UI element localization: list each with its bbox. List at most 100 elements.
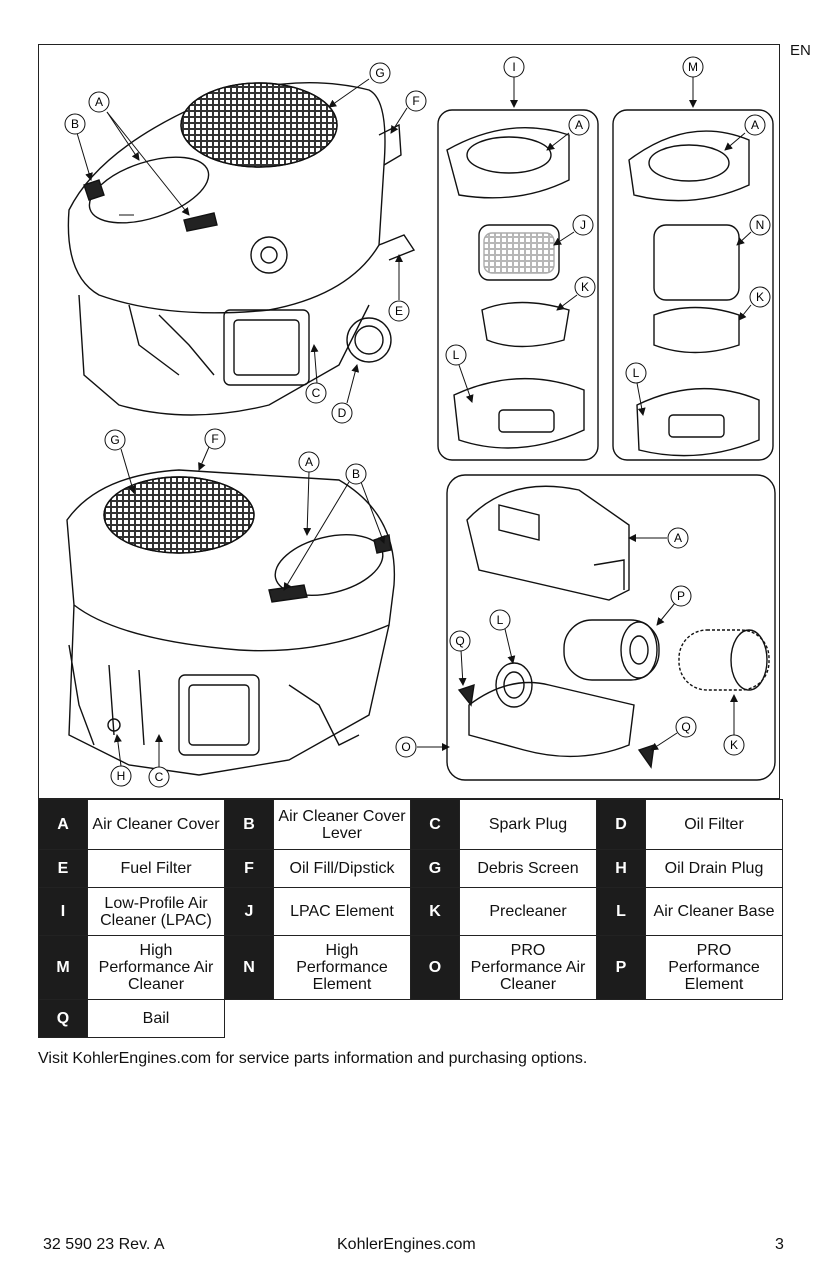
svg-text:J: J	[580, 218, 586, 232]
callout-l-hp: L	[625, 362, 647, 416]
callout-a-pro: A	[628, 527, 689, 549]
legend-row: M High Performance Air Cleaner N High Pe…	[38, 935, 783, 1000]
svg-text:L: L	[453, 348, 460, 362]
parts-legend-table: A Air Cleaner Cover B Air Cleaner Cover …	[38, 799, 783, 1038]
callout-q-right: Q	[650, 716, 697, 751]
legend-key: A	[38, 799, 88, 850]
legend-key: E	[38, 849, 88, 888]
legend-label: LPAC Element	[273, 887, 411, 936]
svg-text:C: C	[155, 770, 164, 784]
svg-text:Q: Q	[681, 720, 690, 734]
legend-key: D	[596, 799, 646, 850]
lpac-panel	[437, 109, 599, 461]
svg-text:K: K	[581, 280, 589, 294]
legend-key: C	[410, 799, 460, 850]
callout-q-left: Q	[449, 630, 471, 686]
svg-text:A: A	[674, 531, 682, 545]
legend-key: L	[596, 887, 646, 936]
svg-text:O: O	[401, 740, 410, 754]
svg-text:C: C	[312, 386, 321, 400]
legend-key: B	[224, 799, 274, 850]
legend-key: P	[596, 935, 646, 1000]
callout-c: C	[305, 344, 327, 404]
callout-k-hp: K	[738, 286, 771, 321]
svg-text:Q: Q	[455, 634, 464, 648]
legend-row: A Air Cleaner Cover B Air Cleaner Cover …	[38, 799, 783, 850]
legend-key: G	[410, 849, 460, 888]
svg-text:A: A	[751, 118, 759, 132]
footer-website: KohlerEngines.com	[337, 1236, 476, 1253]
svg-text:B: B	[71, 117, 79, 131]
legend-key: F	[224, 849, 274, 888]
callout-f: F	[390, 90, 427, 134]
callout-c-bottom: C	[148, 734, 170, 788]
legend-label: Oil Drain Plug	[645, 849, 783, 888]
bottom-engine	[66, 469, 396, 776]
legend-label: Air Cleaner Cover Lever	[273, 799, 411, 850]
svg-text:P: P	[677, 589, 685, 603]
visit-note: Visit KohlerEngines.com for service part…	[38, 1050, 588, 1067]
legend-label: Precleaner	[459, 887, 597, 936]
svg-text:K: K	[756, 290, 764, 304]
svg-text:I: I	[512, 60, 515, 74]
legend-label: Bail	[87, 999, 225, 1038]
callout-p: P	[656, 585, 692, 626]
svg-text:B: B	[352, 467, 360, 481]
svg-text:N: N	[756, 218, 765, 232]
legend-key: K	[410, 887, 460, 936]
top-engine	[67, 82, 416, 416]
legend-row: E Fuel Filter F Oil Fill/Dipstick G Debr…	[38, 849, 783, 888]
page-number: 3	[775, 1236, 784, 1253]
hp-panel	[612, 109, 774, 461]
callout-b-bottom: B	[283, 463, 386, 591]
callout-e: E	[388, 254, 410, 322]
callout-g-bottom: G	[104, 429, 136, 494]
callout-f-bottom: F	[198, 428, 226, 471]
svg-text:A: A	[575, 118, 583, 132]
legend-key: H	[596, 849, 646, 888]
legend-label: PRO Performance Air Cleaner	[459, 935, 597, 1000]
callout-m: M	[682, 56, 704, 108]
svg-text:G: G	[110, 433, 119, 447]
callout-i: I	[503, 56, 525, 108]
svg-text:K: K	[730, 738, 738, 752]
callouts: A B G F E C D I A J K L M A N K L G F A …	[64, 56, 771, 788]
callout-a-bottom: A	[298, 451, 320, 536]
callout-j: J	[553, 214, 594, 246]
legend-label: Fuel Filter	[87, 849, 225, 888]
svg-text:A: A	[305, 455, 313, 469]
legend-label: Air Cleaner Base	[645, 887, 783, 936]
svg-text:G: G	[375, 66, 384, 80]
engine-illustration: A B G F E C D I A J K L M A N K L G F A …	[38, 44, 780, 799]
language-code: EN	[790, 42, 811, 59]
callout-a-lpac: A	[546, 114, 590, 151]
callout-b: B	[64, 113, 93, 181]
callout-l-lpac: L	[445, 344, 474, 403]
legend-label: High Performance Element	[273, 935, 411, 1000]
legend-label: High Performance Air Cleaner	[87, 935, 225, 1000]
callout-k-pro: K	[723, 694, 745, 756]
legend-key: J	[224, 887, 274, 936]
legend-key: O	[410, 935, 460, 1000]
svg-text:L: L	[633, 366, 640, 380]
legend-label: Air Cleaner Cover	[87, 799, 225, 850]
svg-text:H: H	[117, 769, 126, 783]
legend-key: I	[38, 887, 88, 936]
svg-text:F: F	[412, 94, 419, 108]
legend-key: N	[224, 935, 274, 1000]
svg-text:M: M	[688, 60, 698, 74]
legend-label: Oil Fill/Dipstick	[273, 849, 411, 888]
legend-key: Q	[38, 999, 88, 1038]
legend-label: Low-Profile Air Cleaner (LPAC)	[87, 887, 225, 936]
legend-row: I Low-Profile Air Cleaner (LPAC) J LPAC …	[38, 887, 783, 936]
svg-text:D: D	[338, 406, 347, 420]
callout-g: G	[328, 62, 391, 108]
svg-text:E: E	[395, 304, 403, 318]
callout-n: N	[736, 214, 771, 246]
engine-diagram-svg: A B G F E C D I A J K L M A N K L G F A …	[64, 56, 776, 788]
legend-row: Q Bail	[38, 999, 783, 1038]
svg-text:L: L	[497, 613, 504, 627]
callout-k-lpac: K	[556, 276, 596, 311]
legend-label: Spark Plug	[459, 799, 597, 850]
callout-a-hp: A	[724, 114, 766, 151]
